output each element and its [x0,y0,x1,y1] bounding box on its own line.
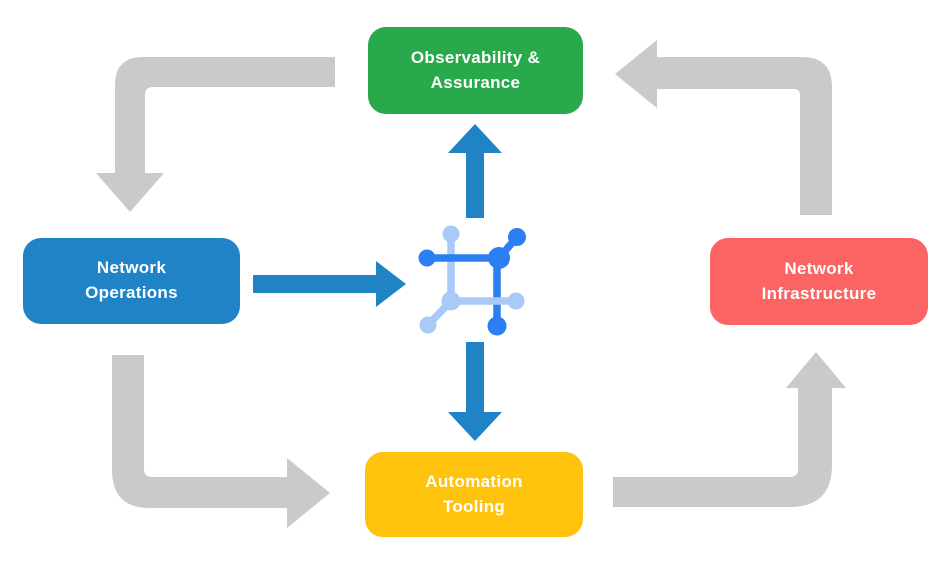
node-label-line: Automation [425,471,523,491]
arrow-hub-to-observability [448,124,502,218]
arrow-operations-to-hub [253,261,406,307]
arrow-hub-to-automation [448,342,502,441]
network-mesh-icon [418,225,526,336]
node-label-line: Network [784,258,854,278]
arrow-operations-to-automation [112,355,330,528]
node-label-line: Tooling [442,496,506,516]
arrow-automation-to-infrastructure [613,352,846,507]
node-observability-assurance: Observability & Assurance [368,27,583,114]
node-automation-tooling: Automation Tooling [365,452,583,537]
arrow-observability-to-operations [96,57,335,212]
node-label-line: Network [96,258,167,278]
node-label-line: Assurance [430,72,521,92]
node-label-line: Operations [85,283,178,302]
node-label-line: Infrastructure [761,283,877,303]
node-label-line: Observability & [410,47,541,67]
node-network-operations: Network Operations [23,238,240,324]
node-network-infrastructure: Network Infrastructure [710,238,928,325]
arrow-infrastructure-to-observability [615,40,832,215]
